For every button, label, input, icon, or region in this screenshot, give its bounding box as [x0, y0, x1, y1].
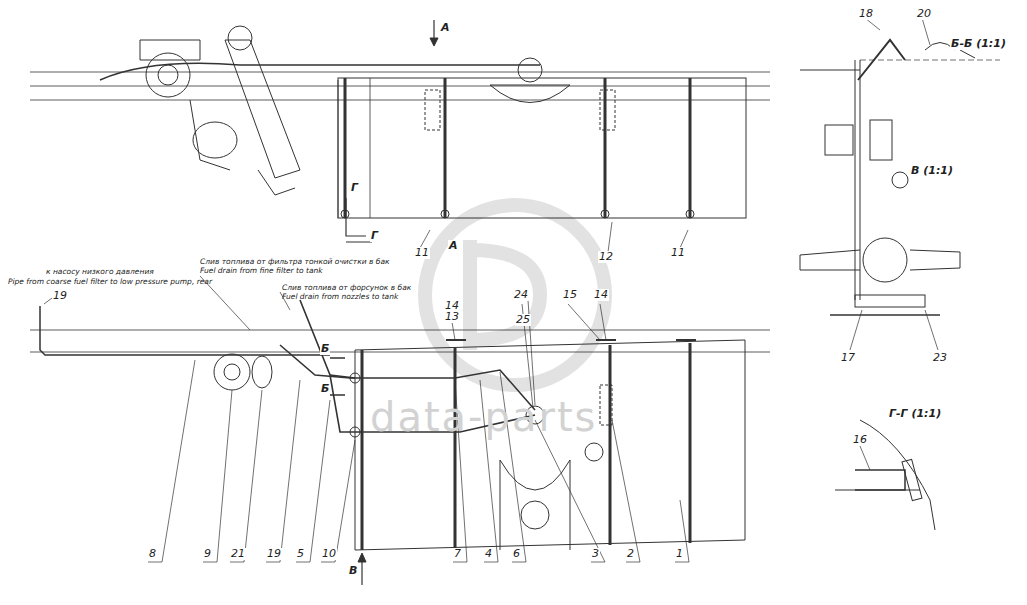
- section-mark: Г: [350, 182, 359, 194]
- callout-number: 6: [512, 548, 521, 560]
- section-mark: Б: [320, 343, 330, 355]
- view-arrow-label: В: [348, 565, 358, 577]
- watermark: data-parts: [370, 395, 597, 439]
- callout-number: 19: [52, 290, 68, 302]
- callout-number: 17: [840, 352, 856, 364]
- pipe-note: Fuel drain from fine filter to tank: [200, 267, 323, 275]
- callout-number: 1: [675, 548, 684, 560]
- callout-number: 19: [266, 548, 282, 560]
- callout-number: 2: [626, 548, 635, 560]
- pipe-note: Fuel drain from nozzles to tank: [282, 293, 398, 301]
- section-title: В (1:1): [910, 165, 954, 177]
- section-title: Б-Б (1:1): [950, 38, 1007, 50]
- callout-number: 12: [598, 251, 614, 263]
- view-arrow-label: А: [440, 22, 451, 34]
- callout-number: 20: [916, 8, 932, 20]
- callout-number: 7: [453, 548, 462, 560]
- callout-number: 15: [562, 289, 578, 301]
- pipe-note: Слив топлива от форсунок в бак: [282, 284, 411, 292]
- pipe-note: к насосу низкого давления: [46, 268, 154, 276]
- view-label: А: [448, 240, 459, 252]
- callout-number: 25: [515, 314, 531, 326]
- callout-number: 23: [932, 352, 948, 364]
- pipe-note: Pipe from coarse fuel filter to low pres…: [8, 278, 212, 286]
- callout-number: 24: [513, 289, 529, 301]
- callout-number: 3: [591, 548, 600, 560]
- callout-number: 9: [203, 548, 212, 560]
- callout-number: 18: [858, 8, 874, 20]
- callout-number: 11: [414, 247, 430, 259]
- callout-number: 8: [148, 548, 157, 560]
- callout-number: 4: [484, 548, 493, 560]
- pipe-note: Слив топлива от фильтра тонкой очистки в…: [200, 258, 390, 266]
- callout-number: 10: [321, 548, 337, 560]
- callout-number: 21: [230, 548, 246, 560]
- section-mark: Б: [320, 383, 330, 395]
- callout-number: 5: [296, 548, 305, 560]
- section-mark: Г: [370, 230, 379, 242]
- callout-number: 11: [670, 247, 686, 259]
- callout-number: 16: [852, 434, 868, 446]
- section-title: Г-Г (1:1): [888, 408, 942, 420]
- callout-number: 13: [444, 311, 460, 323]
- callout-number: 14: [593, 289, 609, 301]
